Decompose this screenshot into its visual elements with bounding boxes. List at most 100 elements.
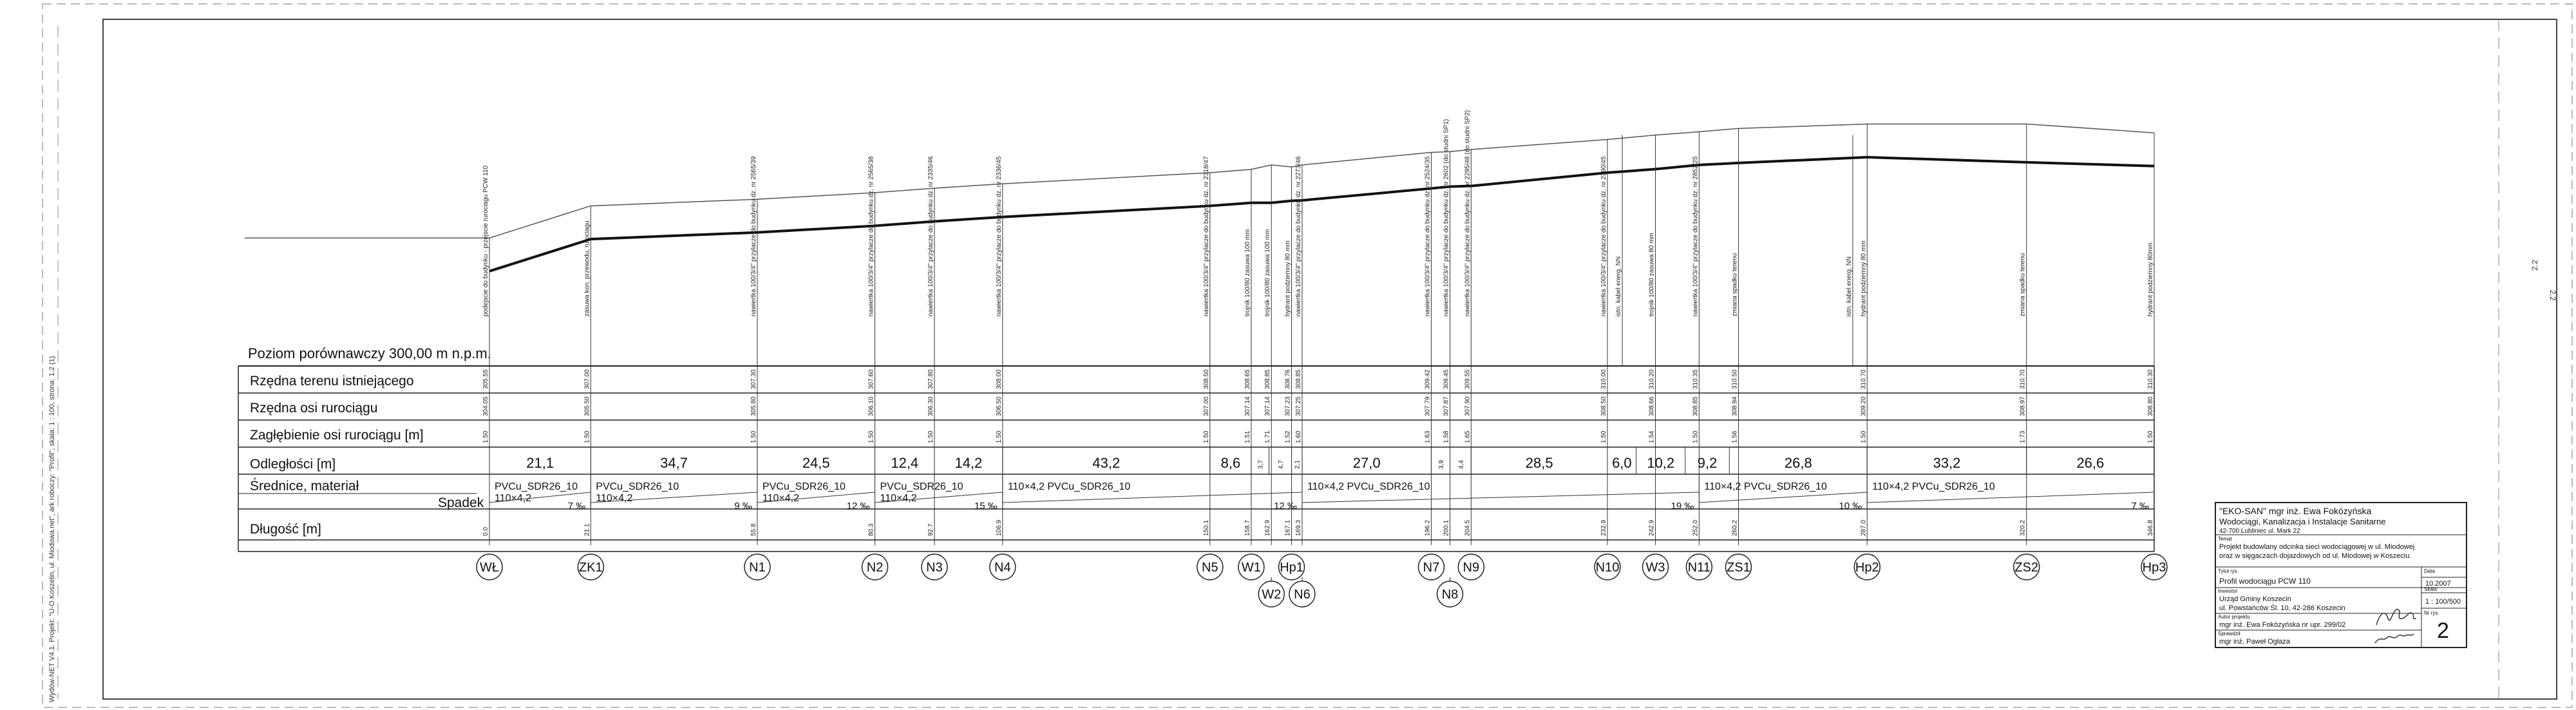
- terrain-elevation-value: 310.70: [1860, 369, 1867, 389]
- distance-value: 2,1: [1294, 460, 1302, 469]
- depth-value: 1.58: [1443, 430, 1450, 443]
- axis-elevation-value: 304.05: [482, 396, 489, 416]
- terrain-elevation-value: 310.00: [1600, 369, 1607, 389]
- terrain-elevation-value: 310.30: [2147, 369, 2154, 389]
- node-description: trojnik 100/80 zasuwa 100 mm: [1264, 229, 1271, 317]
- pipe-material-label: PVCu_SDR26_10: [762, 481, 846, 492]
- pipe-size-label: 110×4,2: [596, 493, 632, 504]
- table-row-label: Rzędna terenu istniejącego: [250, 374, 414, 389]
- chainage-value: 204.5: [1464, 520, 1471, 536]
- terrain-elevation-value: 307.60: [868, 369, 875, 389]
- tb-scale: 1 : 100/500: [2425, 598, 2461, 606]
- node-bubble-label: Hp3: [2143, 561, 2166, 575]
- node-bubble: [1457, 553, 1485, 580]
- distance-value: 3,7: [1258, 460, 1265, 469]
- node-bubble: [476, 553, 503, 580]
- depth-value: 1.50: [1860, 430, 1867, 443]
- pipe-material-label: 110×4,2 PVCu_SDR26_10: [1704, 481, 1827, 492]
- node-bubble: [1642, 553, 1669, 580]
- terrain-elevation-value: 308.00: [996, 369, 1003, 389]
- node-bubble: [989, 553, 1016, 580]
- tb-date: 10.2007: [2425, 580, 2451, 588]
- node-bubble-label: ZS1: [1727, 561, 1750, 575]
- pipe-material-label: PVCu_SDR26_10: [880, 481, 963, 492]
- chainage-value: 55.8: [750, 523, 757, 536]
- tb-label-data: Data: [2424, 568, 2435, 574]
- axis-elevation-value: 308.50: [1600, 396, 1607, 416]
- chainage-value: 346.8: [2147, 520, 2154, 536]
- terrain-elevation-value: 310.50: [1731, 369, 1738, 389]
- distance-value: 12,4: [891, 455, 918, 471]
- node-description: trojnik 100/80 zasuwa 80 mm: [1649, 233, 1656, 316]
- node-description: nawiertka 100/3/4" przylacze do budynku …: [1295, 156, 1302, 316]
- distance-value: 24,5: [802, 455, 830, 471]
- terrain-elevation-value: 308.85: [1295, 369, 1302, 389]
- tb-label-skala: Skala: [2424, 586, 2438, 592]
- depth-value: 1.50: [1203, 430, 1210, 443]
- chainage-value: 169.3: [1295, 520, 1302, 536]
- tb-investor: Urząd Gminy Koszecin: [2219, 595, 2291, 603]
- node-bubble-label: N11: [1688, 561, 1710, 575]
- distance-value: 4,7: [1278, 460, 1285, 469]
- right-sheet-mark: 2.2: [2548, 290, 2557, 301]
- node-description: nawiertka 100/3/4" przylacze do budynku …: [1443, 119, 1450, 317]
- depth-value: 1.50: [750, 430, 757, 443]
- distance-value: 8,6: [1221, 455, 1241, 471]
- chainage-value: 196.2: [1424, 520, 1431, 536]
- distance-value: 3,9: [1438, 460, 1445, 469]
- profile-group: Poziom porównawczy 300,00 m n.p.m.podejs…: [245, 110, 2155, 545]
- depth-value: 1.50: [996, 430, 1003, 443]
- node-bubble: [1238, 553, 1265, 580]
- node-bubble-label: N1: [749, 561, 766, 575]
- pipe-material-label: 110×4,2 PVCu_SDR26_10: [1872, 481, 1995, 492]
- tb-label-inwestor: Inwestor: [2218, 588, 2238, 594]
- terrain-elevation-value: 310.20: [1649, 369, 1656, 389]
- pipe-material-label: 110×4,2 PVCu_SDR26_10: [1008, 481, 1131, 492]
- node-bubble-label: Hp2: [1855, 561, 1879, 575]
- cable-crossing-note: istn. kabel energ. NN: [1615, 256, 1622, 316]
- pipe-size-label: 110×4,2: [495, 493, 531, 504]
- depth-value: 1.50: [482, 430, 489, 443]
- node-bubble: [1685, 553, 1713, 580]
- slope-indicator-line: [1867, 492, 2155, 503]
- outer-trim-frame: [42, 3, 2573, 708]
- node-bubble: [1417, 553, 1445, 580]
- node-description: nawiertka 100/3/4" przylacze do budynku …: [1464, 110, 1471, 316]
- table-row-label: Długość [m]: [250, 522, 321, 537]
- depth-value: 1.51: [1244, 430, 1251, 443]
- axis-elevation-value: 308.97: [2020, 396, 2027, 416]
- chainage-value: 158.7: [1244, 520, 1251, 536]
- terrain-elevation-value: 308.65: [1244, 369, 1251, 389]
- depth-value: 1.65: [1464, 430, 1471, 443]
- node-bubble: [2012, 553, 2040, 580]
- distance-value: 28,5: [1526, 455, 1553, 471]
- terrain-line: [245, 123, 2155, 239]
- node-description: zmiana spadku terenu: [1731, 253, 1738, 316]
- node-bubble: [1436, 580, 1464, 608]
- axis-elevation-value: 308.85: [1692, 396, 1699, 416]
- node-description: nawiertka 100/3/4" przylacze do budynku …: [868, 156, 875, 316]
- axis-elevation-value: 308.80: [2147, 396, 2154, 416]
- terrain-elevation-value: 310.35: [1692, 369, 1699, 389]
- depth-value: 1.52: [1285, 430, 1292, 443]
- node-bubble: [1278, 553, 1305, 580]
- distance-value: 9,2: [1698, 455, 1718, 471]
- table-row-label: Rzędna osi rurociągu: [250, 401, 377, 416]
- pipe-material-label: PVCu_SDR26_10: [495, 481, 578, 492]
- axis-elevation-value: 305.50: [583, 396, 591, 416]
- slope-value: 10 ‰: [1839, 501, 1862, 512]
- node-description: zmiana spadku terenu: [2020, 253, 2027, 316]
- slope-indicator-line: [1002, 492, 1302, 503]
- node-description: trojnik 100/80 zasuwa 100 mm: [1244, 229, 1251, 317]
- axis-elevation-value: 309.20: [1860, 396, 1867, 416]
- chainage-value: 21.1: [583, 523, 591, 536]
- tb-label-sprawdzil: Sprawdził: [2218, 631, 2240, 637]
- node-description: nawiertka 100/3/4" przylacze do budynku …: [1424, 156, 1431, 316]
- node-bubble: [1289, 580, 1316, 608]
- node-bubble: [744, 553, 771, 580]
- node-bubble-label: W1: [1242, 561, 1261, 575]
- right-sheet-mark-top: 2.2: [2530, 260, 2539, 271]
- tb-company: "EKO-SAN" mgr inż. Ewa Fokózyńska: [2219, 506, 2372, 516]
